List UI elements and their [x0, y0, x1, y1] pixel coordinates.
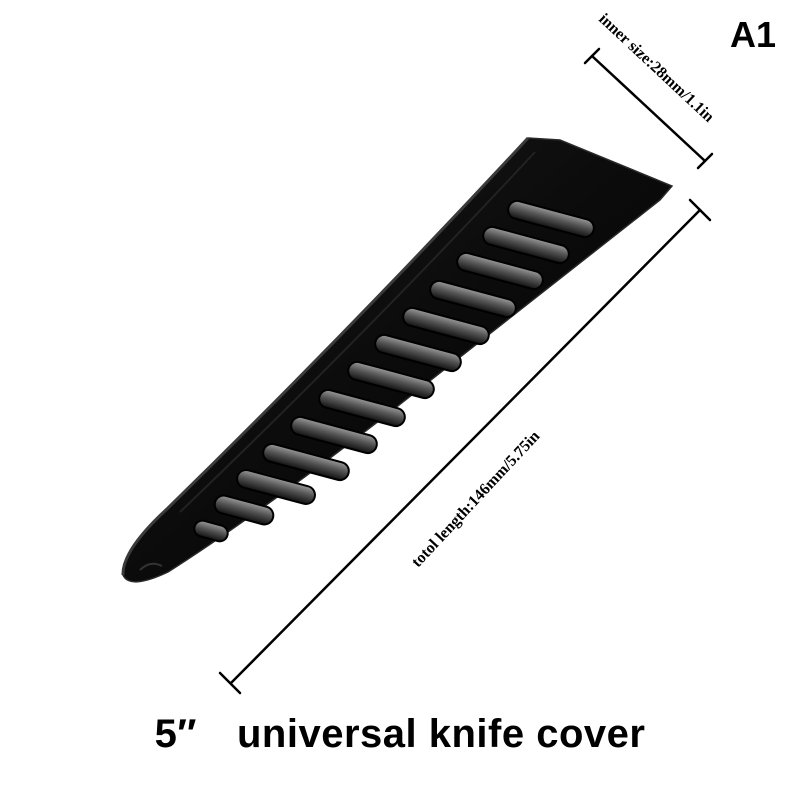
vent-slots	[193, 199, 595, 543]
caption-product: universal knife cover	[236, 712, 646, 756]
vent-slot	[290, 415, 378, 455]
vent-slot	[213, 494, 275, 526]
total-length-dimension	[218, 198, 712, 695]
vent-slot	[318, 388, 406, 428]
caption-size: 5″	[154, 712, 197, 756]
sheath-inner-rim	[179, 151, 536, 513]
vent-slot	[456, 251, 544, 291]
inner-size-label: inner size:28mm/1.1in	[595, 10, 717, 125]
vent-slot	[262, 442, 350, 482]
vent-slot	[402, 306, 490, 346]
vent-slot	[482, 225, 570, 265]
vent-slot	[193, 519, 229, 543]
vent-slot	[236, 468, 316, 506]
vent-slot	[347, 360, 435, 400]
vent-slot	[507, 199, 595, 239]
total-length-label: totol length:146mm/5.75in	[408, 428, 543, 571]
vent-slot	[429, 279, 517, 319]
sheath-rim	[121, 136, 530, 576]
vent-slot	[374, 333, 462, 373]
inner-size-dimension	[583, 47, 714, 170]
product-caption: 5″ universal knife cover	[0, 712, 800, 757]
sheath-tip-notch	[139, 562, 163, 571]
variant-badge: A1	[729, 14, 776, 55]
